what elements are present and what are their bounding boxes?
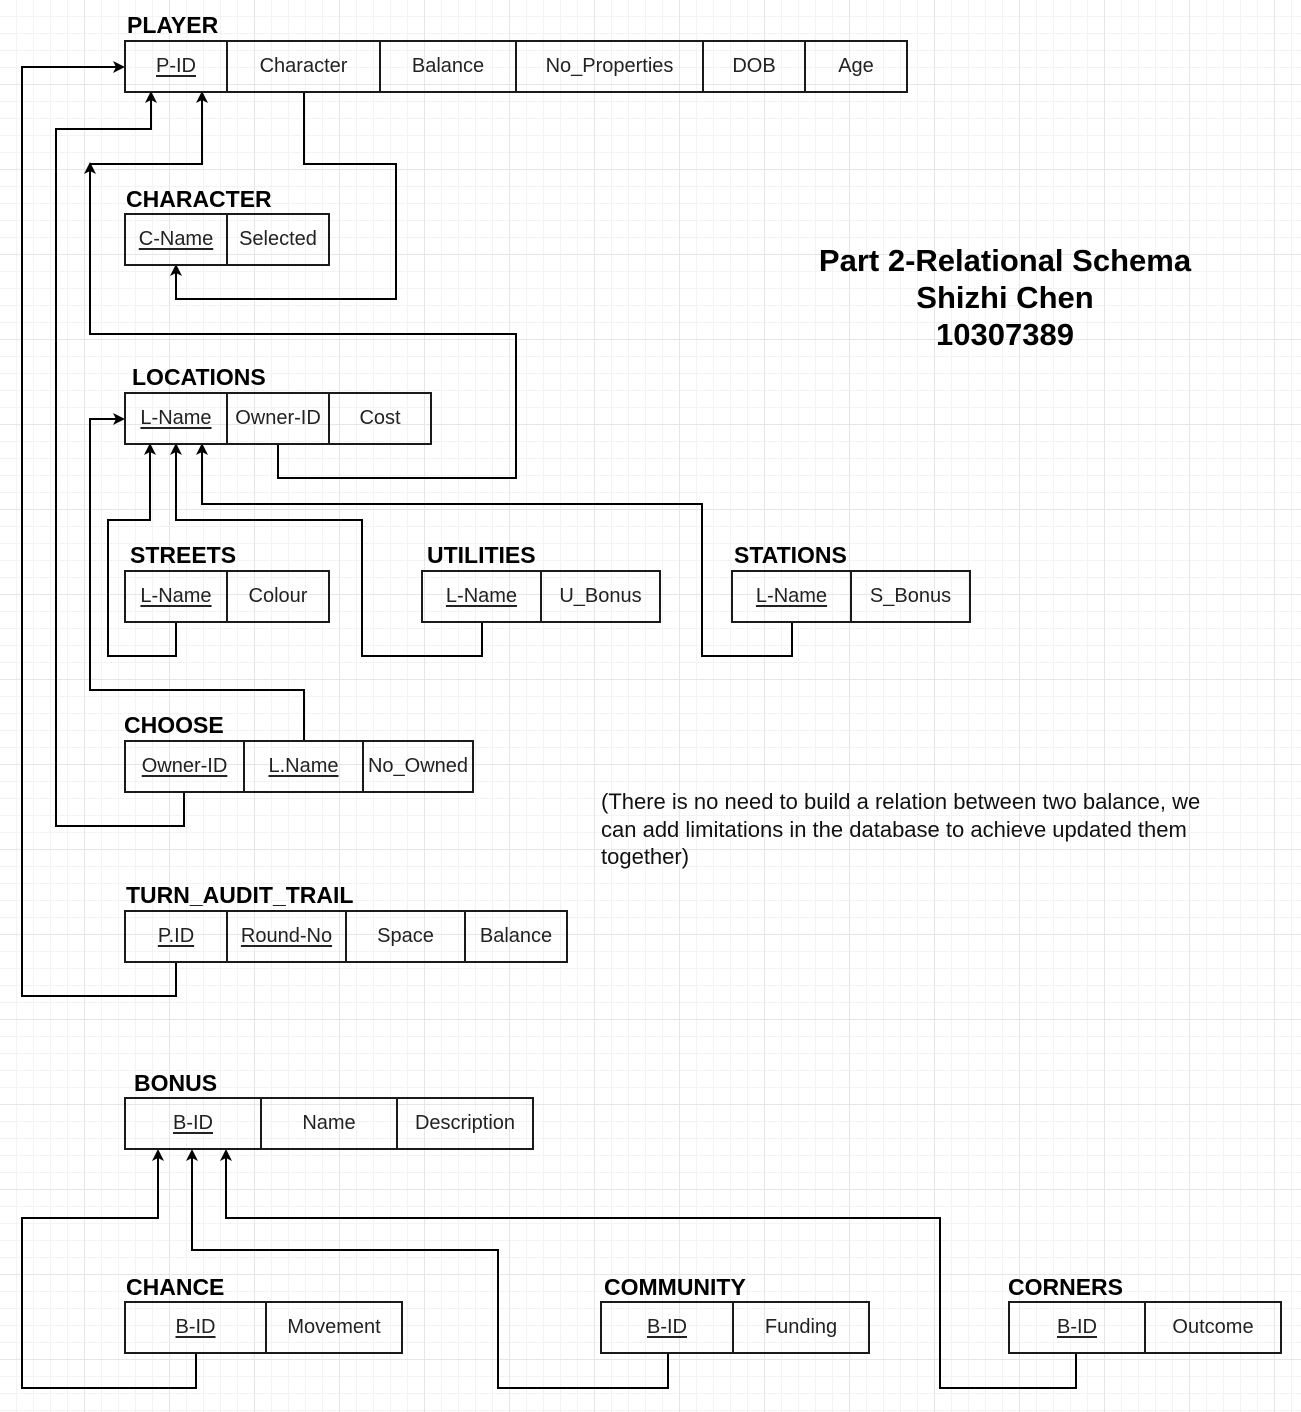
stations-table-name: STATIONS <box>734 542 847 568</box>
player-field-balance: Balance <box>379 40 517 93</box>
player-table-name: PLAYER <box>127 12 219 38</box>
link-choose-owner-player <box>55 91 185 827</box>
link-corners-bonus <box>220 1149 1077 1389</box>
community-field-funding: Funding <box>732 1301 870 1354</box>
bonus-field-description: Description <box>396 1097 534 1150</box>
corners-field-b-id: B-ID <box>1008 1301 1146 1354</box>
chance-table-name: CHANCE <box>126 1274 225 1300</box>
turn-field-p-id: P.ID <box>124 910 228 963</box>
locations-field-owner-id: Owner-ID <box>226 392 330 445</box>
bonus-field-name: Name <box>260 1097 398 1150</box>
character-table-name: CHARACTER <box>126 186 272 212</box>
utilities-field-l-name: L-Name <box>421 570 542 623</box>
link-player-character <box>170 92 397 300</box>
choose-field-no-owned: No_Owned <box>362 740 474 793</box>
link-streets-locations <box>107 443 177 657</box>
balance-note: (There is no need to build a relation be… <box>601 789 1201 869</box>
choose-table-name: CHOOSE <box>124 712 224 738</box>
player-field-character: Character <box>226 40 381 93</box>
link-stations-locations <box>196 443 793 657</box>
link-choose-locations <box>89 413 305 741</box>
turn-field-space: Space <box>345 910 466 963</box>
link-utilities-locations <box>170 443 483 657</box>
link-chance-bonus <box>21 1149 197 1389</box>
player-field-dob: DOB <box>702 40 806 93</box>
character-field-selected: Selected <box>226 213 330 266</box>
player-field-age: Age <box>804 40 908 93</box>
title-line-2: Shizhi Chen <box>916 280 1094 315</box>
corners-field-outcome: Outcome <box>1144 1301 1282 1354</box>
bonus-field-b-id: B-ID <box>124 1097 262 1150</box>
streets-field-l-name: L-Name <box>124 570 228 623</box>
player-field-pid: P-ID <box>124 40 228 93</box>
locations-field-cost: Cost <box>328 392 432 445</box>
community-field-b-id: B-ID <box>600 1301 734 1354</box>
diagram-title: Part 2-Relational Schema Shizhi Chen 103… <box>780 242 1230 353</box>
character-field-c-name: C-Name <box>124 213 228 266</box>
turn-audit-trail-table-name: TURN_AUDIT_TRAIL <box>126 882 354 908</box>
locations-table-name: LOCATIONS <box>132 364 266 390</box>
choose-field-owner-id: Owner-ID <box>124 740 245 793</box>
community-table-name: COMMUNITY <box>604 1274 746 1300</box>
bonus-table-name: BONUS <box>134 1070 218 1096</box>
chance-field-movement: Movement <box>265 1301 403 1354</box>
link-locations-owner-player <box>84 162 517 479</box>
turn-field-round-no: Round-No <box>226 910 347 963</box>
locations-field-l-name: L-Name <box>124 392 228 445</box>
chance-field-b-id: B-ID <box>124 1301 267 1354</box>
utilities-table-name: UTILITIES <box>427 542 536 568</box>
title-line-1: Part 2-Relational Schema <box>818 243 1192 278</box>
choose-field-l-name: L.Name <box>243 740 364 793</box>
streets-table-name: STREETS <box>130 542 237 568</box>
utilities-field-u-bonus: U_Bonus <box>540 570 661 623</box>
stations-field-s-bonus: S_Bonus <box>850 570 971 623</box>
streets-field-colour: Colour <box>226 570 330 623</box>
link-turn-player <box>21 61 177 997</box>
player-field-no-properties: No_Properties <box>515 40 704 93</box>
corners-table-name: CORNERS <box>1008 1274 1124 1300</box>
stations-field-l-name: L-Name <box>731 570 852 623</box>
title-line-3: 10307389 <box>936 317 1074 352</box>
turn-field-balance: Balance <box>464 910 568 963</box>
link-character-player <box>90 91 208 165</box>
link-community-bonus <box>186 1149 669 1389</box>
